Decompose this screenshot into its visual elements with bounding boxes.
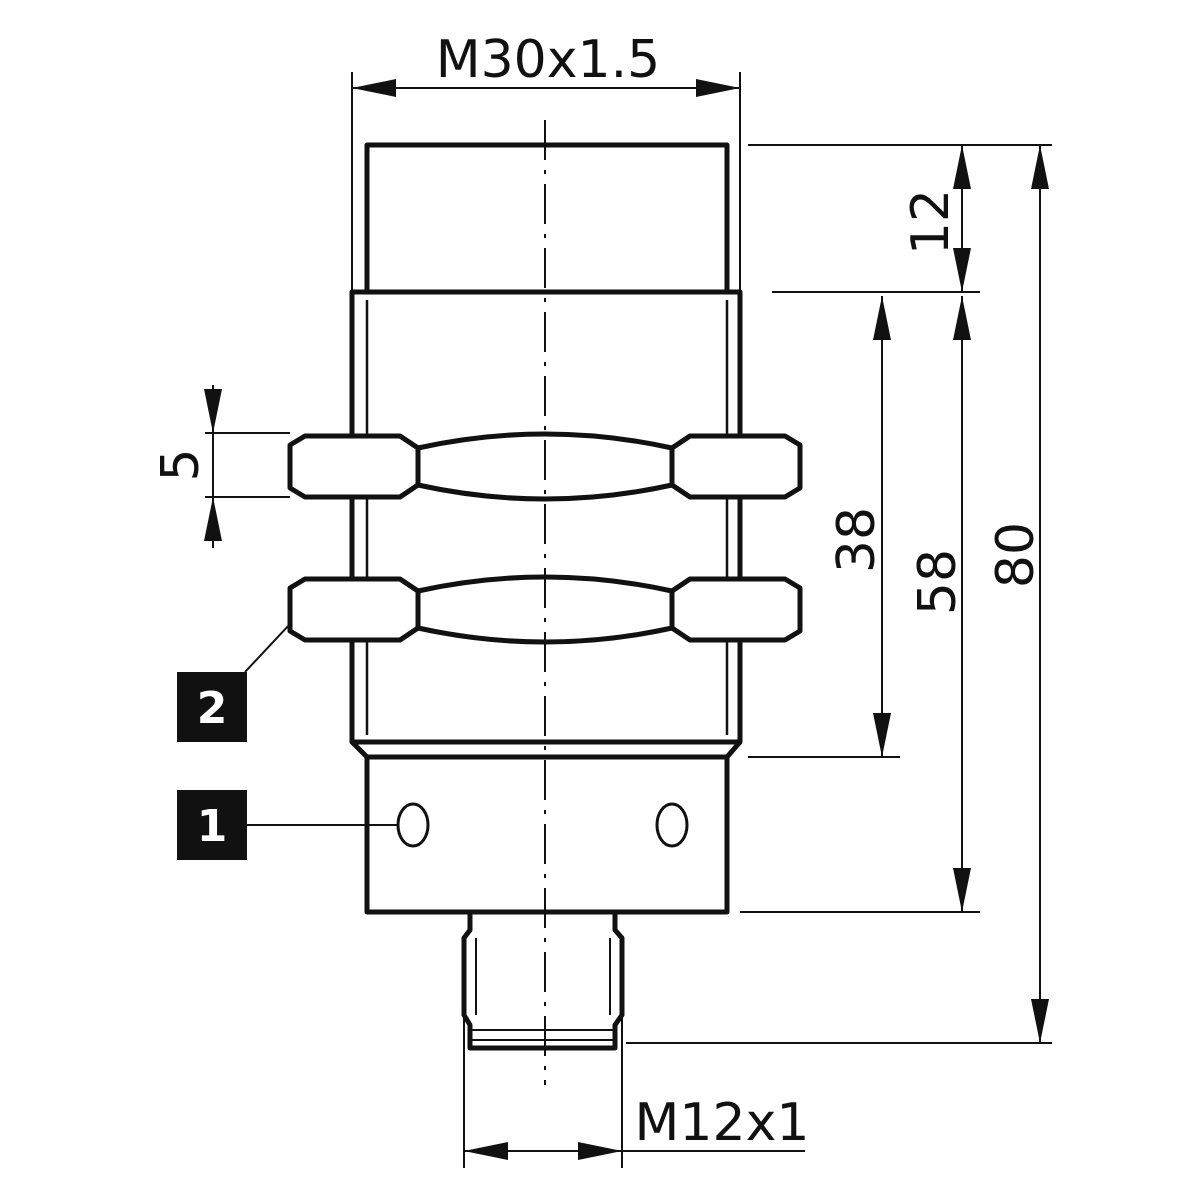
- dim-label-m30: M30x1.5: [436, 30, 661, 90]
- connector-m12: [461, 912, 625, 1051]
- extension-lines: [205, 72, 1052, 1168]
- dim-label-38: 38: [827, 507, 887, 573]
- nut-lower: [287, 574, 803, 645]
- led-indicator-right: [655, 802, 689, 848]
- dim-label-58: 58: [908, 549, 968, 615]
- callout-2: 2: [177, 623, 291, 742]
- dim-label-m12: M12x1: [635, 1093, 810, 1153]
- callout-1: 1: [177, 790, 398, 860]
- housing-block: [364, 757, 730, 915]
- barrel-chamfer: [350, 740, 742, 760]
- callout-2-label: 2: [197, 683, 228, 734]
- callout-1-label: 1: [197, 801, 228, 852]
- dimension-lines: [204, 79, 1049, 1160]
- led-indicator-left: [396, 802, 430, 848]
- dim-label-12: 12: [901, 189, 961, 255]
- sensing-cap: [364, 142, 730, 290]
- dim-label-80: 80: [986, 522, 1046, 588]
- dim-label-5: 5: [151, 448, 211, 481]
